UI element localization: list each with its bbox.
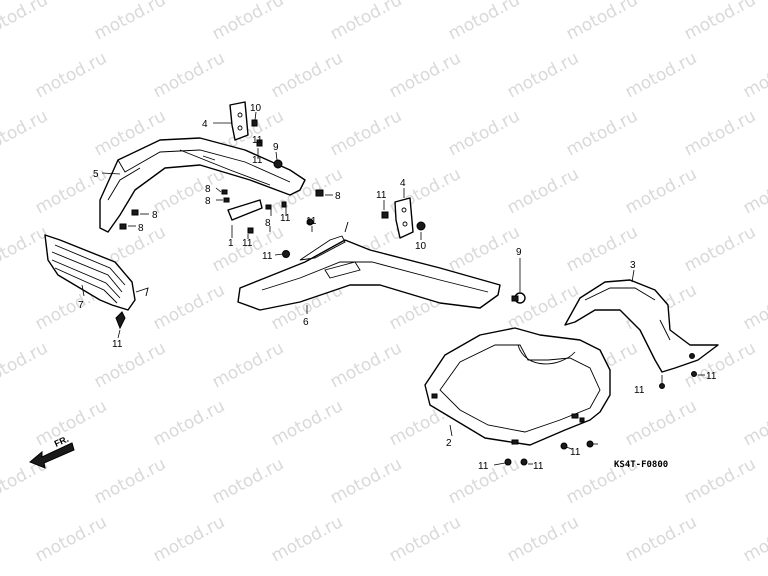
callout-9-right: 9 bbox=[516, 247, 522, 258]
watermark-text: motod.ru bbox=[327, 0, 405, 44]
callout-8-b: 8 bbox=[205, 196, 211, 207]
watermark-text: motod.ru bbox=[622, 512, 700, 566]
watermark-text: motod.ru bbox=[327, 106, 405, 160]
watermark-text: motod.ru bbox=[504, 164, 582, 218]
leader-lines bbox=[81, 111, 705, 466]
callout-6: 6 bbox=[303, 317, 309, 328]
callout-10-right: 10 bbox=[415, 241, 427, 252]
callout-3: 3 bbox=[630, 260, 636, 271]
watermark-text: motod.ru bbox=[563, 0, 641, 44]
watermark-text: motod.ru bbox=[386, 512, 464, 566]
part-2-front-shield bbox=[424, 327, 611, 466]
callout-11-mid: 11 bbox=[280, 213, 291, 224]
watermark-text: motod.ru bbox=[504, 48, 582, 102]
part-9-grommet bbox=[511, 292, 526, 304]
callout-1: 1 bbox=[228, 238, 234, 249]
callout-8-e: 8 bbox=[138, 223, 144, 234]
callout-11-c: 11 bbox=[262, 251, 273, 262]
watermark-text: motod.ru bbox=[150, 396, 228, 450]
watermark-text: motod.ru bbox=[681, 0, 759, 44]
watermark-text: motod.ru bbox=[445, 106, 523, 160]
callout-8-f: 8 bbox=[265, 218, 271, 229]
watermark-text: motod.ru bbox=[327, 454, 405, 508]
watermark-text: motod.ru bbox=[504, 512, 582, 566]
part-3-inner-cover bbox=[564, 279, 719, 389]
watermark-text: motod.ru bbox=[150, 48, 228, 102]
watermark-text: motod.ru bbox=[150, 512, 228, 566]
watermark-text: motod.ru bbox=[150, 164, 228, 218]
callout-8-d: 8 bbox=[152, 210, 158, 221]
watermark-text: motod.ru bbox=[209, 454, 287, 508]
watermark-text: motod.ru bbox=[386, 48, 464, 102]
watermark-text: motod.ru bbox=[622, 48, 700, 102]
front-direction-arrow bbox=[29, 442, 75, 469]
callout-11-b: 11 bbox=[306, 216, 317, 227]
watermark-text: motod.ru bbox=[622, 164, 700, 218]
fasteners-upper bbox=[119, 119, 324, 230]
watermark-text: motod.ru bbox=[681, 106, 759, 160]
callout-8-a: 8 bbox=[205, 184, 211, 195]
watermark-text: motod.ru bbox=[0, 0, 51, 44]
diagram-code: KS4T-F0800 bbox=[614, 460, 668, 470]
watermark-text: motod.ru bbox=[268, 48, 346, 102]
callout-7: 7 bbox=[78, 300, 84, 311]
watermark-text: motod.ru bbox=[91, 454, 169, 508]
watermark-text: motod.ru bbox=[740, 164, 768, 218]
watermark-text: motod.ru bbox=[445, 0, 523, 44]
watermark-text: motod.ru bbox=[209, 0, 287, 44]
part-5-front-upper-cover bbox=[99, 137, 306, 233]
callout-10-upper: 10 bbox=[250, 103, 262, 114]
part-6-lower-side-cover bbox=[237, 218, 501, 311]
watermark-text: motod.ru bbox=[0, 106, 51, 160]
watermark-text: motod.ru bbox=[91, 338, 169, 392]
callout-11-g: 11 bbox=[533, 461, 544, 472]
callout-labels: 4 10 11 9 11 5 8 8 8 8 8 8 11 4 10 11 1 … bbox=[78, 103, 717, 472]
watermark-text: motod.ru bbox=[150, 280, 228, 334]
watermark-text: motod.ru bbox=[563, 106, 641, 160]
watermark-text: motod.ru bbox=[32, 48, 110, 102]
watermark-text: motod.ru bbox=[32, 512, 110, 566]
watermark-text: motod.ru bbox=[32, 396, 110, 450]
callout-4-upper: 4 bbox=[202, 119, 208, 130]
part-7-grille bbox=[44, 234, 149, 330]
watermark-text: motod.ru bbox=[268, 396, 346, 450]
part-4-bracket-upper bbox=[229, 101, 249, 141]
watermark-text: motod.ru bbox=[740, 512, 768, 566]
callout-11-e: 11 bbox=[706, 371, 717, 382]
callout-4-right: 4 bbox=[400, 178, 406, 189]
part-1-small-bracket bbox=[227, 199, 263, 234]
watermark-text: motod.ru bbox=[681, 454, 759, 508]
watermark-text: motod.ru bbox=[0, 338, 51, 392]
watermark-text: motod.ru bbox=[681, 222, 759, 276]
watermark-text: motod.ru bbox=[504, 280, 582, 334]
callout-9-upper: 9 bbox=[273, 142, 279, 153]
watermark-text: motod.ru bbox=[209, 338, 287, 392]
watermark-text: motod.ru bbox=[622, 396, 700, 450]
watermark-text: motod.ru bbox=[740, 280, 768, 334]
callout-11-right: 11 bbox=[376, 190, 387, 201]
watermark-text: motod.ru bbox=[327, 338, 405, 392]
watermark-text: motod.ru bbox=[91, 0, 169, 44]
callout-8-c: 8 bbox=[335, 191, 341, 202]
watermark-text: motod.ru bbox=[268, 512, 346, 566]
callout-11-h: 11 bbox=[570, 447, 581, 458]
callout-11-d: 11 bbox=[634, 385, 645, 396]
callout-11-a: 11 bbox=[242, 238, 253, 249]
callout-11-f: 11 bbox=[478, 461, 489, 472]
callout-11-upper-b: 11 bbox=[252, 135, 263, 146]
callout-11-grille: 11 bbox=[112, 339, 123, 350]
watermark-text: motod.ru bbox=[740, 396, 768, 450]
callout-11-upper: 11 bbox=[252, 155, 263, 166]
watermark-text: motod.ru bbox=[0, 222, 51, 276]
callout-5: 5 bbox=[93, 169, 99, 180]
part-4-bracket-right bbox=[381, 197, 426, 239]
callout-2: 2 bbox=[446, 438, 452, 449]
watermark-text: motod.ru bbox=[445, 222, 523, 276]
watermark-text: motod.ru bbox=[740, 48, 768, 102]
